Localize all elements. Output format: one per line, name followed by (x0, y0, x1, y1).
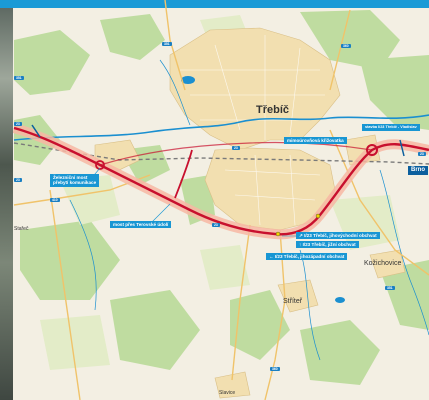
photo-strip (0, 8, 13, 400)
callout-railway-bridge-line2: přebytí komunikace (53, 180, 97, 186)
street (214, 44, 241, 131)
header-bar (0, 0, 429, 8)
road-badge-i23-south: 23 (212, 223, 220, 227)
forest-area (20, 220, 120, 300)
route-i23-existing (99, 141, 373, 166)
place-label-trebic: Třebíč (256, 104, 290, 116)
road-351-east (329, 129, 429, 276)
road-badge-i23-east: 23 (418, 152, 426, 156)
forest-area (100, 14, 165, 60)
road-badge-23-far-west: 23 (14, 178, 22, 182)
road-south-slavice (231, 224, 251, 381)
place-label-starec: Stařeč (14, 226, 29, 232)
forest-area (14, 30, 90, 95)
street (224, 169, 321, 176)
town-kozichovice-area (369, 249, 406, 279)
road-badge-360: 360 (341, 44, 351, 48)
town-strizov-area (277, 279, 319, 313)
minor-roads (13, 0, 429, 400)
callout-brno: Brno (408, 166, 428, 175)
field-area (200, 245, 250, 290)
callout-tenovanka-bridge: most přes Terovské údolí (110, 221, 172, 229)
leader-tenovanka (149, 203, 171, 225)
forest-area (110, 290, 200, 370)
callout-exit-southwest: ← I/23 Třebíč, jihozápadní obchvat (266, 253, 348, 261)
road-badge-410: 410 (50, 198, 60, 202)
route-i23-main (13, 126, 429, 236)
junction-marker-southeast (315, 213, 321, 219)
place-label-kozichovice: Kožichovice (364, 260, 402, 267)
callout-railway-bridge-line1: Železniční most (53, 175, 88, 180)
forest-area (300, 10, 400, 70)
forest-areas (14, 10, 429, 385)
callout-railway-bridge: Železniční most přebytí komunikace (50, 174, 100, 187)
place-label-slavice: Slavice (219, 390, 236, 396)
callout-exit-southeast: ↗ I/23 Třebíč, jihovýchodní obchvat (296, 232, 380, 240)
place-label-strizov: Stříteř (283, 298, 303, 305)
callout-junction-east: stavba I/23 Třebíč - Vladislav (362, 124, 420, 132)
pond (335, 297, 345, 303)
road-badge-351-west: 351 (14, 76, 24, 80)
street-grid (180, 35, 325, 226)
road-badge-351-north: 351 (162, 42, 172, 46)
junction-marker-south (275, 231, 281, 237)
town-slavice-area (214, 371, 251, 399)
road-360-south (264, 229, 286, 400)
forest-area (380, 260, 429, 330)
section-end-west (31, 124, 41, 138)
field-area (60, 175, 120, 225)
road-360-north (329, 9, 351, 91)
junction-east (366, 144, 378, 156)
callout-level-crossing: mimoúrovňová křižovatka (284, 137, 347, 145)
road-410 (49, 189, 81, 400)
road-badge-i23-center: 23 (232, 146, 240, 150)
junction-west (95, 160, 105, 170)
stream (379, 169, 429, 336)
street (234, 194, 316, 201)
road-badge-360-south: 360 (270, 367, 280, 371)
street (289, 154, 296, 226)
forest-area (230, 290, 290, 360)
river-jihlava (13, 114, 429, 141)
stream (69, 199, 97, 311)
stream (159, 59, 191, 126)
street (289, 47, 301, 136)
pond (181, 76, 195, 84)
road-badge-i23-west: 23 (14, 122, 22, 126)
forest-area (300, 320, 380, 385)
street (254, 154, 261, 226)
route-bypass-west-spur (174, 149, 193, 199)
road-351-north (164, 0, 186, 91)
forest-area (360, 55, 429, 130)
callout-exit-south: ↑ I/23 Třebíč, jižní obchvat (296, 241, 359, 249)
field-area (40, 315, 110, 370)
road-badge-351-east: 351 (385, 286, 395, 290)
section-end-east (399, 139, 405, 157)
built-up-area (94, 27, 406, 399)
